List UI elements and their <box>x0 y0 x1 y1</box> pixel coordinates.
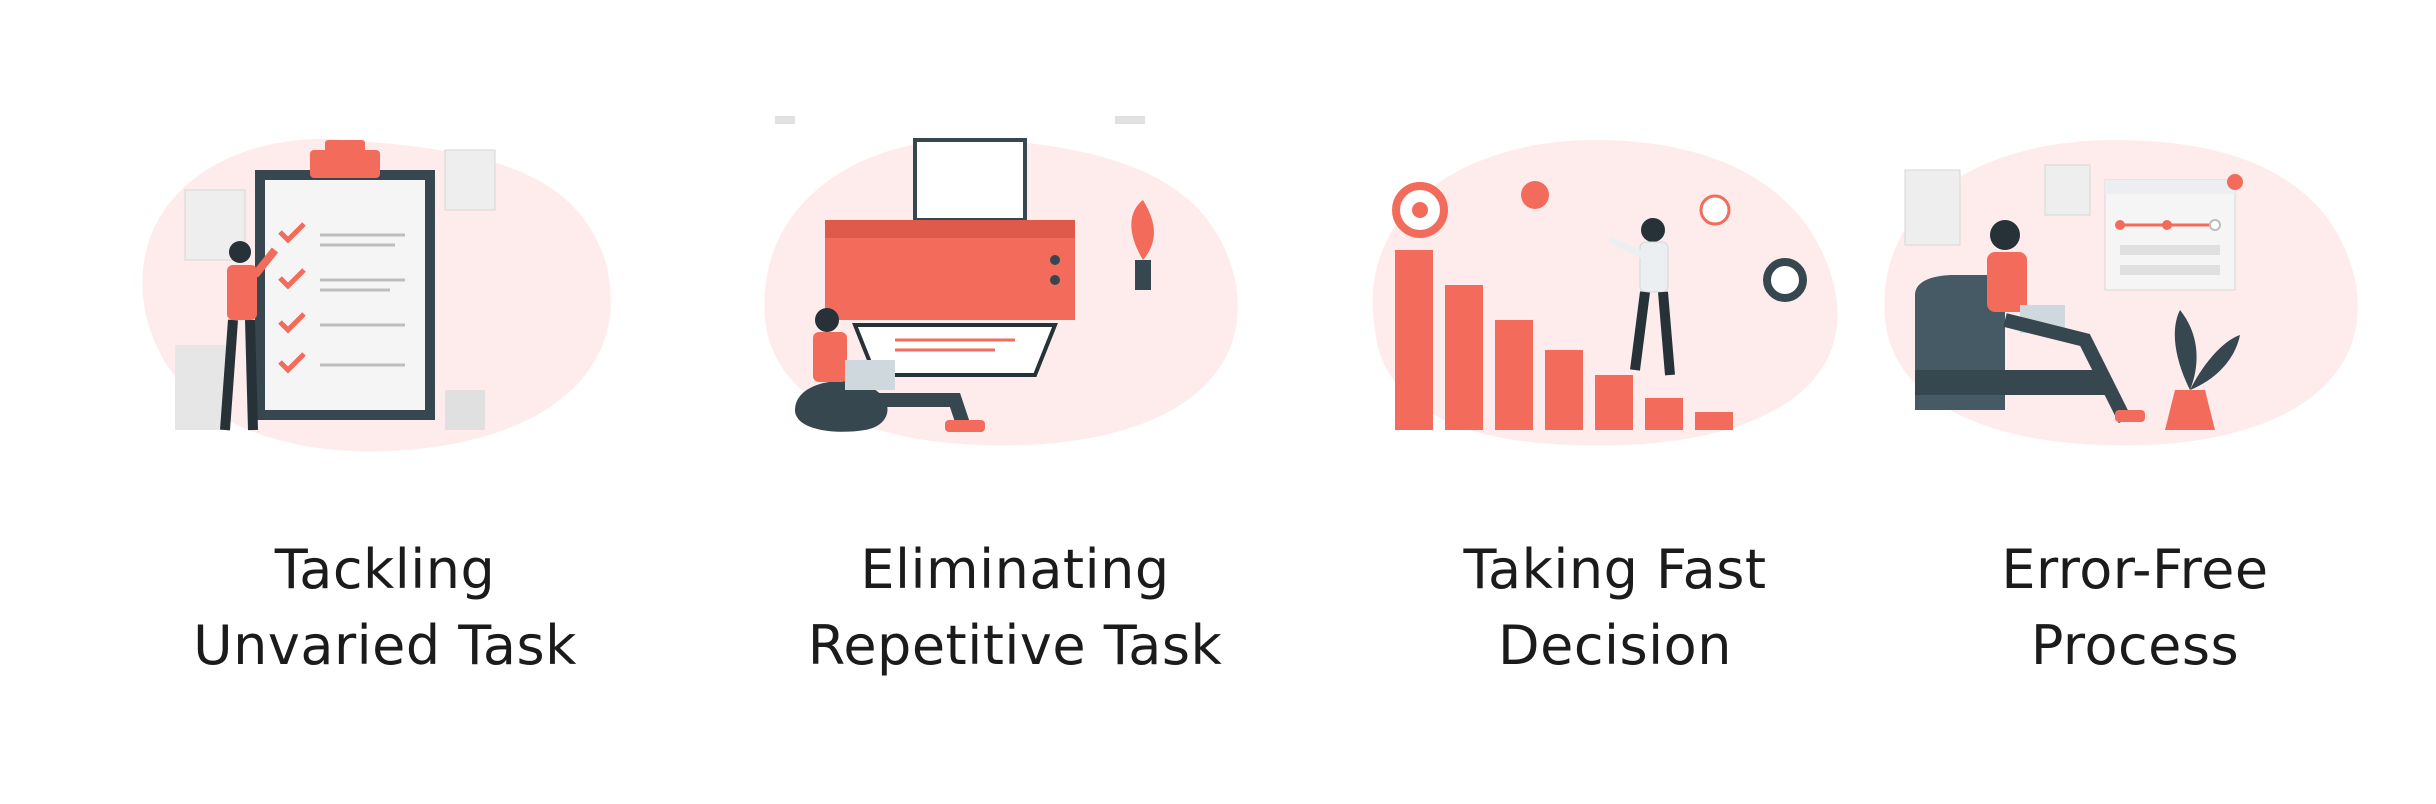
feature-title-line1: Taking Fast <box>1463 538 1767 601</box>
form-progress-illustration <box>1855 110 2415 470</box>
feature-title: Tackling Unvaried Task <box>105 532 665 684</box>
printer-illustration <box>735 110 1295 470</box>
feature-title-line2: Process <box>2030 614 2240 677</box>
feature-title-line2: Repetitive Task <box>807 614 1223 677</box>
feature-title-line2: Unvaried Task <box>193 614 577 677</box>
checklist-illustration <box>105 110 665 470</box>
feature-title-line1: Eliminating <box>860 538 1170 601</box>
feature-title: Taking Fast Decision <box>1335 532 1895 684</box>
feature-card-repetitive-task: Eliminating Repetitive Task <box>735 0 1295 804</box>
feature-card-error-free: Error-Free Process <box>1855 0 2415 804</box>
feature-title: Error-Free Process <box>1855 532 2415 684</box>
feature-card-unvaried-task: Tackling Unvaried Task <box>105 0 665 804</box>
feature-title-line1: Error-Free <box>2001 538 2269 601</box>
feature-title: Eliminating Repetitive Task <box>735 532 1295 684</box>
feature-card-fast-decision: Taking Fast Decision <box>1335 0 1895 804</box>
growth-chart-illustration <box>1335 110 1895 470</box>
feature-title-line2: Decision <box>1498 614 1732 677</box>
feature-title-line1: Tackling <box>274 538 496 601</box>
